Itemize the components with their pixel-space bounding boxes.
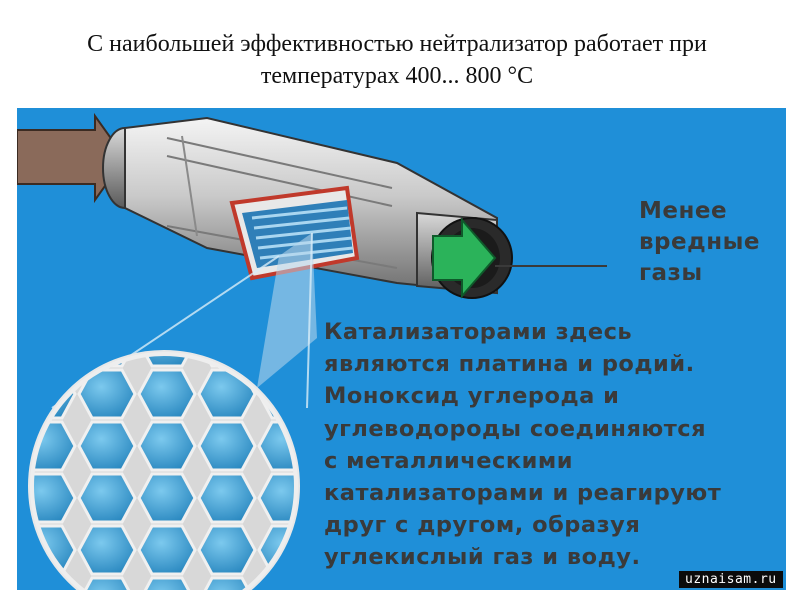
- gas-label-line: Менее: [639, 198, 728, 224]
- honeycomb-magnified-view: [28, 350, 300, 590]
- title-line-1: С наибольшей эффективностью нейтрализато…: [87, 31, 707, 57]
- gas-label-line: вредные: [639, 229, 760, 255]
- description-line: друг с другом, образуя: [324, 512, 641, 539]
- less-harmful-gases-label: Менее вредные газы: [639, 196, 760, 289]
- catalyst-description: Катализаторами здесь являются платина и …: [324, 316, 721, 574]
- catalytic-converter-diagram: [17, 112, 607, 590]
- description-line: катализаторами и реагируют: [324, 480, 722, 507]
- title-line-2: температурах 400... 800 °С: [260, 63, 534, 89]
- description-line: углеводороды соединяются: [324, 415, 707, 442]
- slide-title: С наибольшей эффективностью нейтрализато…: [0, 28, 794, 92]
- description-line: углекислый газ и воду.: [324, 544, 641, 571]
- catalyst-cutaway: [229, 185, 360, 281]
- watermark: uznaisam.ru: [679, 571, 783, 588]
- description-line: Катализаторами здесь: [324, 319, 633, 345]
- magnifier-cone: [257, 233, 317, 388]
- description-line: являются платина и родий.: [324, 351, 695, 378]
- description-line: с металлическими: [324, 447, 574, 474]
- outlet-arrow-icon: [432, 217, 497, 299]
- description-line: Моноксид углерода и: [324, 383, 620, 410]
- gas-label-line: газы: [639, 260, 703, 286]
- illustration-panel: Менее вредные газы Катализаторами здесь …: [17, 108, 786, 590]
